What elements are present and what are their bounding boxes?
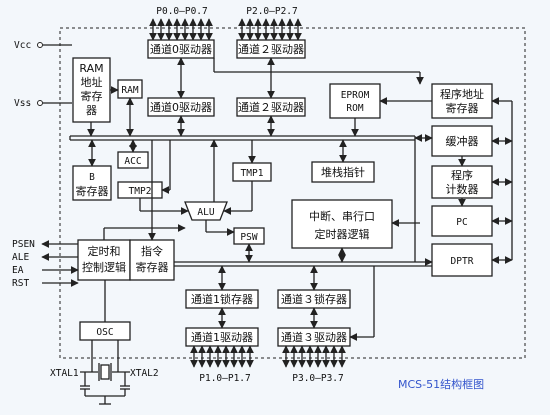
svg-text:通道２驱动器: 通道２驱动器 xyxy=(238,100,304,114)
b-register xyxy=(72,165,112,201)
svg-text:ALU: ALU xyxy=(197,207,214,218)
svg-text:B: B xyxy=(89,172,95,183)
port2-label: P2.0—P2.7 xyxy=(246,6,297,17)
port0-pins xyxy=(149,18,213,41)
svg-text:OSC: OSC xyxy=(96,327,113,338)
svg-text:控制逻辑: 控制逻辑 xyxy=(82,260,126,274)
svg-text:通道３驱动器: 通道３驱动器 xyxy=(281,330,347,344)
svg-text:通道1驱动器: 通道1驱动器 xyxy=(191,330,253,344)
svg-text:中断、串行口: 中断、串行口 xyxy=(309,209,375,223)
program-counter-incrementer xyxy=(431,165,493,199)
svg-text:寄存器: 寄存器 xyxy=(76,184,109,198)
alu xyxy=(184,201,228,221)
program-address-register xyxy=(431,83,493,119)
eprom-rom xyxy=(329,83,381,119)
svg-text:寄存器: 寄存器 xyxy=(446,101,479,115)
svg-text:寄存器: 寄存器 xyxy=(136,260,169,274)
ale-label: ALE xyxy=(12,252,29,263)
svg-text:地址: 地址 xyxy=(81,75,103,89)
control-pins: PSEN ALE EA RST xyxy=(12,239,79,289)
svg-text:通道0驱动器: 通道0驱动器 xyxy=(150,42,212,56)
xtal2-label: XTAL2 xyxy=(130,368,159,379)
ram-address-register xyxy=(72,57,111,123)
port1-pins xyxy=(190,345,254,368)
vcc-pin xyxy=(37,42,43,48)
svg-text:通道２驱动器: 通道２驱动器 xyxy=(238,42,304,56)
vss-pin xyxy=(37,100,43,106)
interrupt-serial-timer-logic xyxy=(291,199,393,249)
buffer xyxy=(431,125,493,157)
crystal-icon xyxy=(80,363,130,405)
bus-connections xyxy=(87,57,513,341)
svg-text:定时器逻辑: 定时器逻辑 xyxy=(315,227,370,241)
svg-text:TMP2: TMP2 xyxy=(129,186,152,197)
svg-text:通道1锁存器: 通道1锁存器 xyxy=(191,292,253,306)
svg-text:指令: 指令 xyxy=(141,244,163,258)
svg-text:通道３锁存器: 通道３锁存器 xyxy=(281,292,347,306)
ea-label: EA xyxy=(12,265,24,276)
svg-text:堆栈指针: 堆栈指针 xyxy=(321,165,365,179)
svg-text:EPROM: EPROM xyxy=(341,90,370,101)
port3-pins xyxy=(282,345,346,368)
svg-text:程序: 程序 xyxy=(451,168,473,182)
program-counter xyxy=(431,205,493,237)
svg-text:DPTR: DPTR xyxy=(451,256,474,267)
svg-text:RAM: RAM xyxy=(79,62,103,75)
svg-text:寄存: 寄存 xyxy=(81,89,103,103)
xtal1-label: XTAL1 xyxy=(50,368,79,379)
psen-label: PSEN xyxy=(12,239,35,250)
svg-text:PSW: PSW xyxy=(240,232,257,243)
svg-text:定时和: 定时和 xyxy=(88,244,121,258)
port3-label: P3.0—P3.7 xyxy=(292,373,343,384)
svg-text:ROM: ROM xyxy=(346,103,363,114)
svg-text:ACC: ACC xyxy=(124,156,141,167)
svg-text:通道0驱动器: 通道0驱动器 xyxy=(150,100,212,114)
rst-label: RST xyxy=(12,278,29,289)
port2-pins xyxy=(238,18,302,41)
port1-label: P1.0—P1.7 xyxy=(199,373,250,384)
svg-text:计数器: 计数器 xyxy=(446,183,479,196)
vcc-label: Vcc xyxy=(14,40,31,51)
svg-text:PC: PC xyxy=(456,217,467,228)
diagram-caption: MCS-51结构框图 xyxy=(398,377,484,391)
port0-label: P0.0—P0.7 xyxy=(156,6,207,17)
svg-text:缓冲器: 缓冲器 xyxy=(446,134,479,148)
svg-text:程序地址: 程序地址 xyxy=(440,87,484,101)
svg-text:RAM: RAM xyxy=(121,85,138,96)
svg-text:器: 器 xyxy=(86,104,97,117)
vss-label: Vss xyxy=(14,98,31,109)
svg-text:TMP1: TMP1 xyxy=(241,168,264,179)
